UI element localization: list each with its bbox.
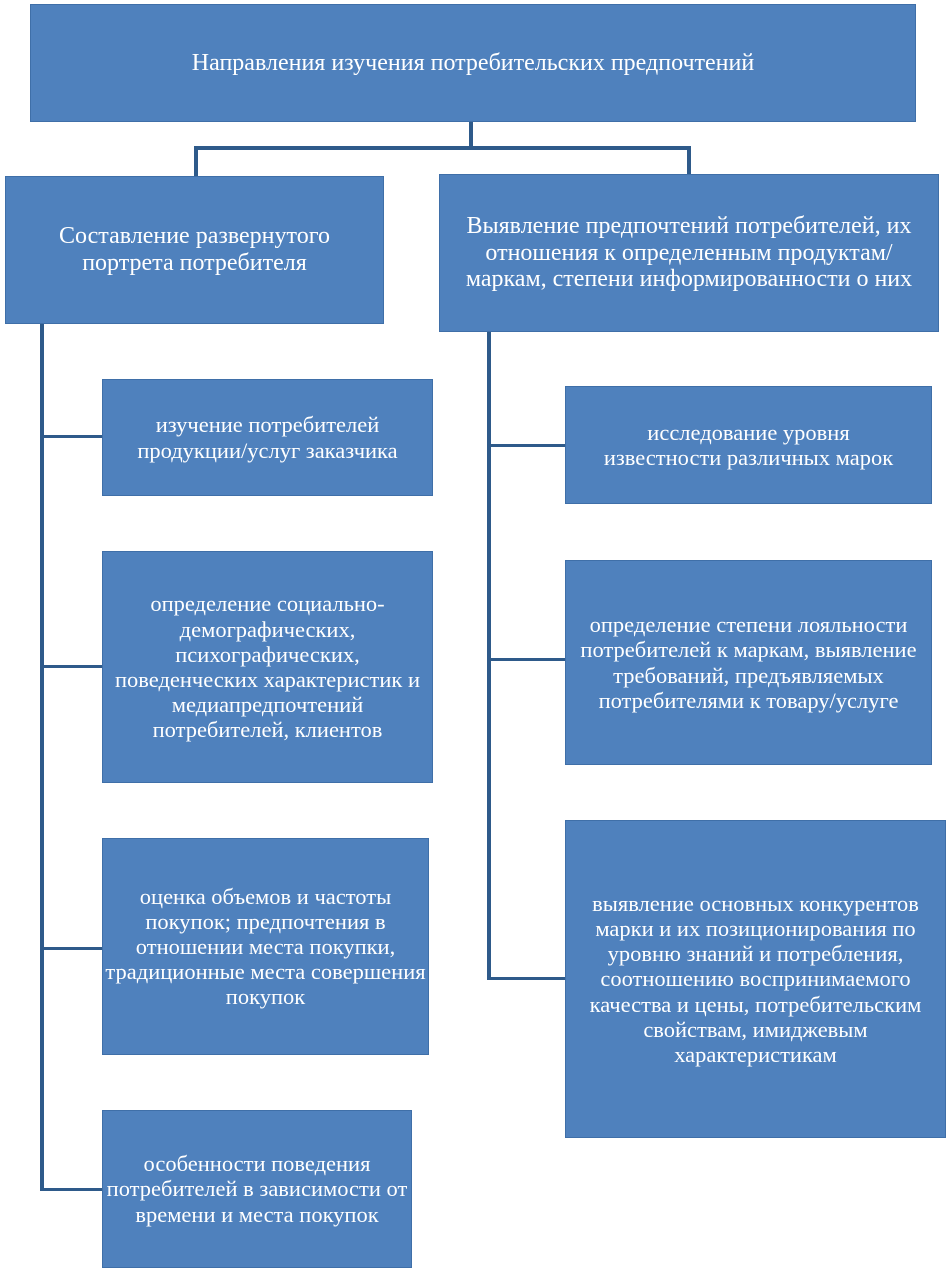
right-title-box: Выявление предпочтений потребителей, их … bbox=[439, 174, 939, 332]
left-item-box-2: определение социально-демографических, п… bbox=[102, 551, 433, 783]
connector-right-branch-3 bbox=[487, 977, 565, 980]
connector-left-branch-4 bbox=[40, 1188, 102, 1191]
left-item-text-2: определение социально-демографических, п… bbox=[114, 591, 421, 743]
left-item-box-3: оценка объемов и частоты покупок; предпо… bbox=[102, 838, 429, 1055]
root-text: Направления изучения потребительских пре… bbox=[191, 49, 755, 76]
connector-left-branch-1 bbox=[40, 435, 102, 438]
left-item-box-1: изучение потребителей продукции/услуг за… bbox=[102, 379, 433, 496]
connector-left-drop bbox=[194, 146, 198, 176]
right-item-box-2: определение степени лояльности потребите… bbox=[565, 560, 932, 765]
right-item-box-1: исследование уровня известности различны… bbox=[565, 386, 932, 504]
left-item-text-1: изучение потребителей продукции/услуг за… bbox=[137, 412, 398, 463]
connector-top-bar bbox=[194, 146, 691, 150]
connector-right-spine bbox=[487, 332, 491, 980]
connector-right-drop bbox=[687, 146, 691, 174]
right-item-box-3: выявление основных конкурентов марки и и… bbox=[565, 820, 946, 1138]
right-item-text-1: исследование уровня известности различны… bbox=[603, 419, 894, 470]
right-title-text: Выявление предпочтений потребителей, их … bbox=[465, 212, 913, 293]
root-box: Направления изучения потребительских пре… bbox=[30, 4, 916, 122]
right-item-text-3: выявление основных конкурентов марки и и… bbox=[589, 890, 922, 1067]
left-title-text: Составление развернутого портрета потреб… bbox=[59, 223, 330, 276]
left-item-text-4: особенности поведения потребителей в зав… bbox=[106, 1151, 408, 1227]
connector-left-spine bbox=[40, 324, 44, 1191]
left-item-text-3: оценка объемов и частоты покупок; предпо… bbox=[105, 883, 426, 1010]
connector-right-branch-1 bbox=[487, 444, 565, 447]
left-item-box-4: особенности поведения потребителей в зав… bbox=[102, 1110, 412, 1268]
connector-right-branch-2 bbox=[487, 658, 565, 661]
connector-left-branch-2 bbox=[40, 665, 102, 668]
connector-left-branch-3 bbox=[40, 947, 102, 950]
right-item-text-2: определение степени лояльности потребите… bbox=[580, 612, 917, 713]
connector-root-stem bbox=[469, 122, 473, 148]
left-title-box: Составление развернутого портрета потреб… bbox=[5, 176, 384, 324]
